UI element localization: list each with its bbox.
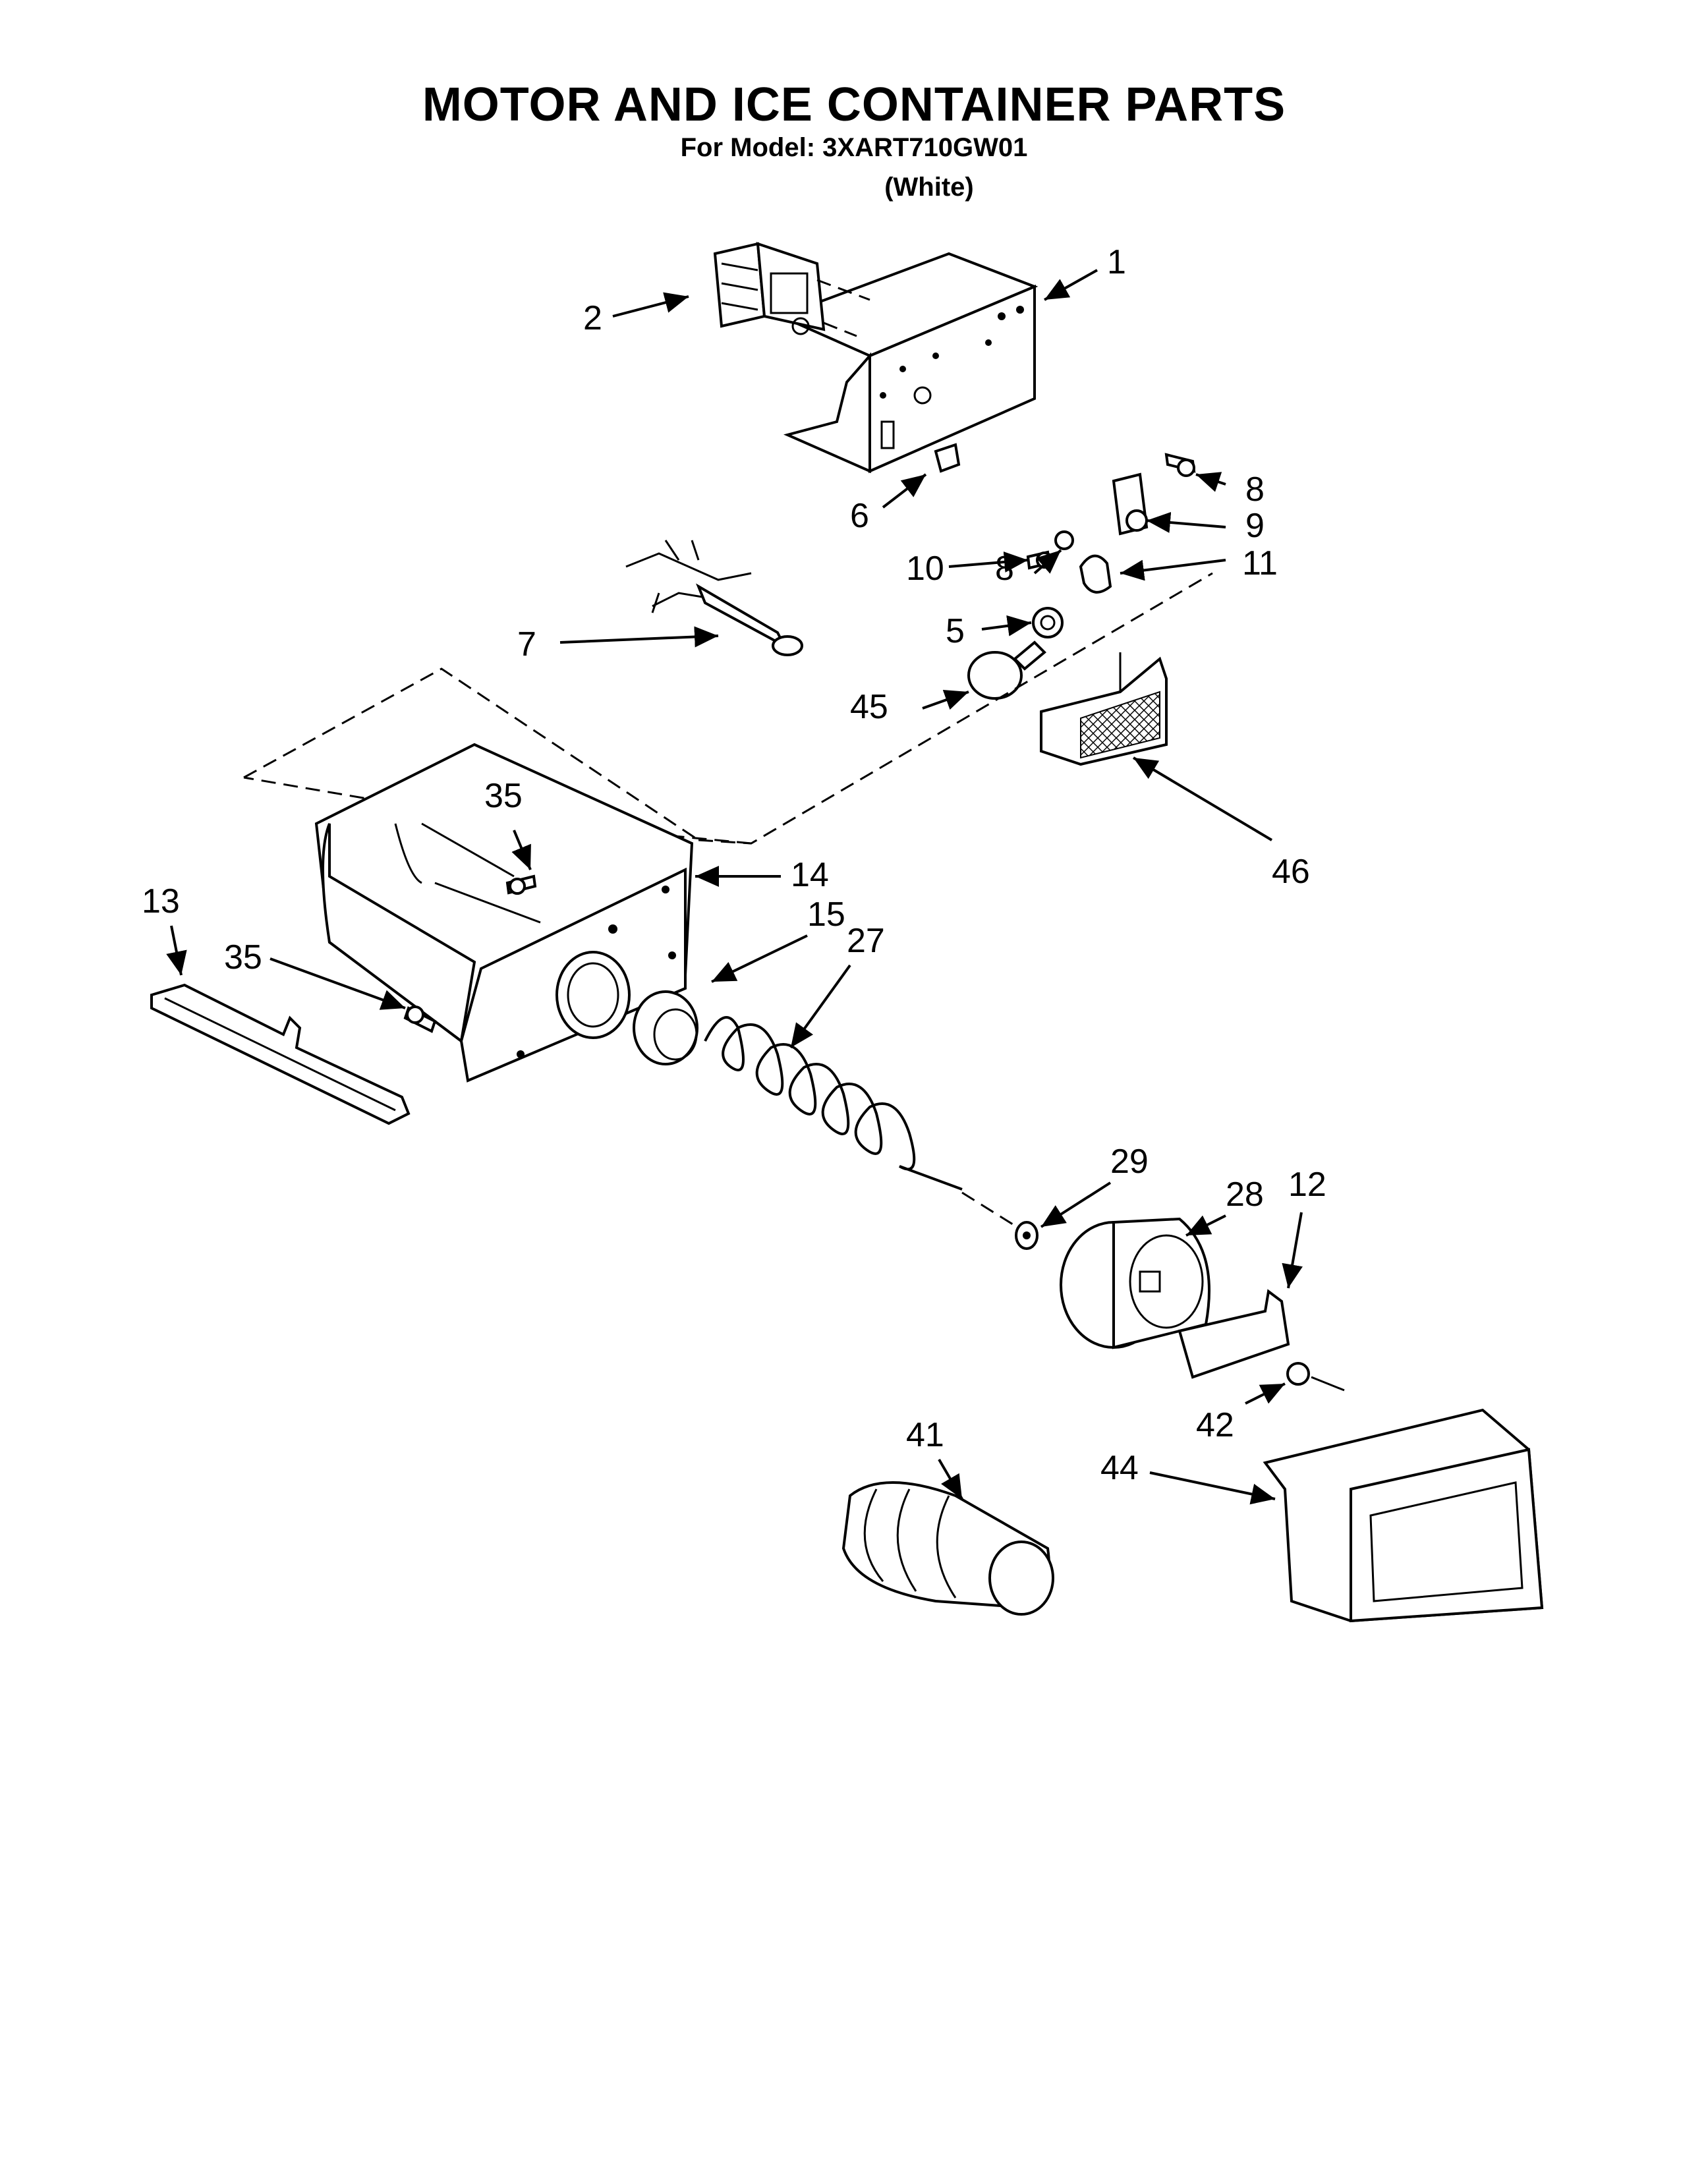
leader-lines [166,269,1303,1505]
callout-35-inner: 35 [484,777,523,815]
callout-44: 44 [1100,1449,1139,1487]
callout-42: 42 [1196,1406,1234,1444]
callout-35-outer: 35 [224,938,262,976]
callout-13: 13 [142,882,180,920]
callout-6: 6 [850,497,869,535]
part-11-lamp-socket [1079,554,1112,594]
part-44-cover [1263,1408,1544,1623]
callout-41: 41 [906,1416,944,1454]
color-line: (White) [884,173,974,202]
part-46-lamp-cover [1040,652,1168,766]
callout-12: 12 [1288,1166,1326,1204]
callout-15: 15 [807,895,845,934]
callout-45: 45 [850,688,888,726]
part-5-socket-ring [1032,607,1064,638]
part-15-bushing [633,990,698,1065]
part-41-drum [841,1481,1054,1616]
callout-46: 46 [1272,853,1310,891]
part-27-auger [704,1016,963,1191]
page-title: MOTOR AND ICE CONTAINER PARTS [422,78,1286,131]
part-42-nut [1286,1362,1345,1392]
callout-28: 28 [1226,1175,1264,1214]
part-35-screw-outer [403,1005,437,1033]
part-13-rail [150,983,411,1125]
part-7-wire-harness [625,540,803,656]
callout-7: 7 [517,625,536,664]
callout-29: 29 [1110,1143,1149,1181]
callout-11: 11 [1242,544,1278,582]
callout-1: 1 [1107,243,1126,281]
callout-labels: 1 2 8 9 11 6 10 8 5 7 45 46 35 14 13 15 … [142,243,1326,1487]
callout-27: 27 [847,922,885,960]
callout-8-upper: 8 [1245,470,1265,509]
part-12-bracket [1178,1289,1290,1379]
part-1-motor-housing [777,252,1039,474]
part-28-crusher-housing [1060,1217,1210,1349]
part-35-screw-inner [505,874,537,895]
callout-9: 9 [1245,507,1265,545]
part-29-washer [961,1191,1039,1250]
part-6-switch [934,443,961,473]
part-9-bracket [1112,472,1149,536]
callout-14: 14 [791,856,829,894]
callout-10: 10 [906,550,944,588]
callout-5: 5 [946,612,965,650]
part-8-screw-upper [1164,453,1196,477]
part-14-ice-container [314,743,694,1083]
model-line: For Model: 3XART710GW01 [680,133,1028,162]
part-2-motor [713,242,870,337]
part-45-bulb [967,640,1046,700]
callout-2: 2 [583,299,602,337]
callout-8-lower: 8 [995,550,1014,588]
part-8-screw-lower [1054,530,1074,550]
